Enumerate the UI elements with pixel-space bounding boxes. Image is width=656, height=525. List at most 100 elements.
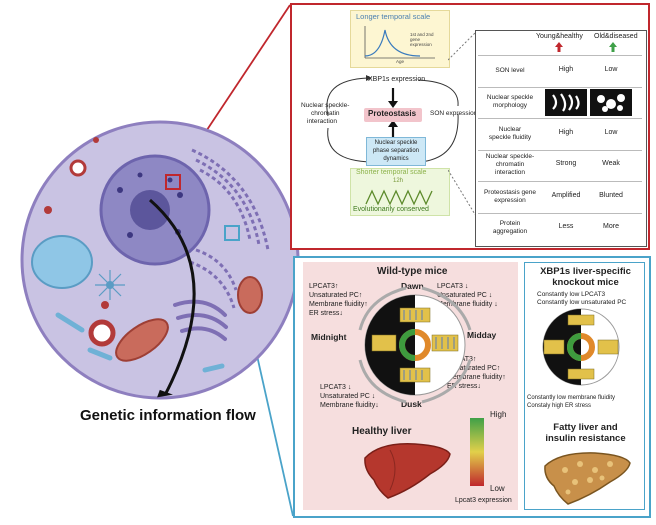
gradient-high: High — [490, 410, 507, 419]
gradient-low: Low — [490, 484, 505, 493]
cycle-arrows — [326, 75, 459, 165]
table-row-divider — [478, 212, 642, 214]
golgi-apparatus — [173, 299, 228, 341]
table-row-divider — [478, 181, 642, 182]
shorter-scale-box — [350, 168, 450, 216]
fatty-line-2: insulin resistance — [545, 433, 626, 444]
zoom-box-nucleus — [165, 174, 181, 190]
phase-sep-line-3: dynamics — [383, 156, 409, 162]
knockout-top-line-2: Constantly low unsaturated PC — [537, 299, 627, 306]
speckle-image-young — [545, 88, 587, 116]
lpcat3-expression-label: Lpcat3 expression — [455, 497, 512, 504]
longer-scale-axis: Age — [396, 59, 405, 64]
lysosome-1 — [88, 319, 116, 347]
mitochondrion-2 — [237, 276, 263, 314]
longer-scale-note: 1st and 2nd gene expression — [410, 32, 434, 47]
expression-gradient-bar — [470, 418, 484, 486]
shorter-scale-wave — [365, 189, 433, 206]
midnight-label: Midnight — [311, 332, 347, 342]
main-label: Genetic information flow — [80, 407, 256, 424]
right-mid-line-4: ER stress↓ — [447, 383, 481, 390]
phase-sep-line-2: phase separation — [372, 148, 420, 154]
left-top-line-4: ER stress↓ — [309, 310, 343, 317]
lysosome-2 — [69, 159, 87, 177]
xbp1s-expression: XBP1s expression — [368, 76, 426, 83]
left-bottom-text: LPCAT3 ↓ Unsaturated PC ↓ Membrane fluid… — [320, 383, 379, 410]
lysosome-4 — [93, 137, 99, 143]
speckle-chromatin-label: Nuclear speckle- chromatin interaction — [301, 102, 349, 126]
table-row-label-line: SON level — [495, 66, 525, 74]
knockout-top-text: Constantly low LPCAT3 Constantly low uns… — [537, 291, 626, 307]
circadian-membrane-diagram — [364, 294, 466, 396]
comparison-table — [475, 30, 647, 247]
speckle-image-old — [590, 88, 632, 116]
table-row-divider — [478, 118, 642, 119]
healthy-liver-icon — [364, 443, 451, 499]
left-top-line-1: LPCAT3↑ — [309, 283, 339, 290]
table-row-label-line: Nuclear speckle- — [485, 153, 535, 161]
right-top-line-3: Membrane fluidity ↓ — [437, 301, 498, 308]
chromatin-dots — [117, 172, 183, 238]
table-cell-old: Weak — [602, 160, 620, 168]
header-old: Old&diseased — [594, 33, 638, 40]
table-row-label-line: speckle fluidity — [488, 133, 532, 141]
wildtype-title: Wild-type mice — [377, 266, 448, 277]
left-top-line-2: Unsaturated PC↑ — [309, 292, 363, 299]
speckle-chromatin-line-3: interaction — [307, 118, 337, 125]
phase-sep-line-1: Nuclear speckle — [374, 140, 418, 146]
table-row-label-line: Protein — [499, 220, 521, 228]
lysosome-5 — [101, 301, 109, 309]
table-cell-young: High — [558, 65, 574, 73]
midday-label: Midday — [467, 330, 497, 340]
table-row-label-line: Nuclear — [498, 125, 522, 133]
knockout-bottom-line-1: Constantly low membrane fluidity — [527, 395, 616, 401]
left-top-line-3: Membrane fluidity↑ — [309, 301, 368, 308]
phase-separation-box: Nuclear speckle phase separation dynamic… — [366, 137, 426, 166]
table-row-label-line: aggregation — [492, 228, 528, 236]
header-arrows — [555, 42, 617, 52]
cycle-direction-arrows — [358, 286, 472, 404]
cytoskeleton-rods — [55, 312, 225, 373]
zoom-box-er — [224, 225, 240, 241]
knockout-title-line-2: knockout mice — [552, 277, 619, 288]
right-mid-line-3: Membrane fluidity↑ — [447, 374, 506, 381]
table-row-label-line: Nuclear speckle — [486, 94, 534, 102]
table-row-divider — [478, 149, 642, 151]
genetic-flow-arrow — [149, 198, 196, 396]
knockout-top-line-1: Constantly low LPCAT3 — [537, 291, 606, 298]
table-cell-young: High — [558, 128, 574, 136]
header-young: Young&healthy — [536, 33, 583, 40]
centrosome-core — [106, 281, 114, 289]
table-row-label-line: expression — [494, 196, 526, 204]
table-cell-old: Blunted — [599, 191, 623, 199]
knockout-title-line-1: XBP1s liver-specific — [540, 266, 631, 277]
table-cell-young: Less — [558, 223, 574, 231]
table-row-label-line: Proteostasis gene — [483, 188, 537, 196]
table-row-label-line: morphology — [493, 102, 527, 110]
healthy-liver-label: Healthy liver — [352, 426, 412, 437]
left-top-text: LPCAT3↑ Unsaturated PC↑ Membrane fluidit… — [309, 282, 368, 318]
speckle-chromatin-line-2: chromatin — [311, 110, 340, 117]
right-top-text: LPCAT3 ↓ Unsaturated PC ↓ Membrane fluid… — [437, 282, 498, 309]
proteostasis-box — [364, 108, 422, 122]
fatty-line-1: Fatty liver and — [553, 422, 618, 433]
left-bottom-line-3: Membrane fluidity↓ — [320, 402, 379, 409]
genetic-flow-arrowhead — [157, 389, 173, 398]
shorter-scale-title: Shorter temporal scale — [356, 169, 427, 176]
knockout-bottom-line-2: Constaly high ER stress — [527, 403, 592, 409]
table-row-label: SON level — [478, 67, 542, 75]
son-expression: SON expression — [430, 110, 478, 117]
nucleolus — [130, 190, 170, 230]
table-cell-young: Amplified — [551, 191, 581, 199]
table-row-label-line: interaction — [495, 169, 525, 177]
speckle-chromatin-line-1: Nuclear speckle- — [301, 102, 350, 109]
table-cell-young: Strong — [555, 160, 577, 168]
knockout-title: XBP1s liver-specific knockout mice — [528, 266, 643, 288]
mitochondrion-1 — [115, 318, 169, 362]
table-connector — [448, 31, 477, 217]
table-cell-old: Low — [604, 65, 618, 73]
longer-scale-title: Longer temporal scale — [356, 12, 431, 21]
